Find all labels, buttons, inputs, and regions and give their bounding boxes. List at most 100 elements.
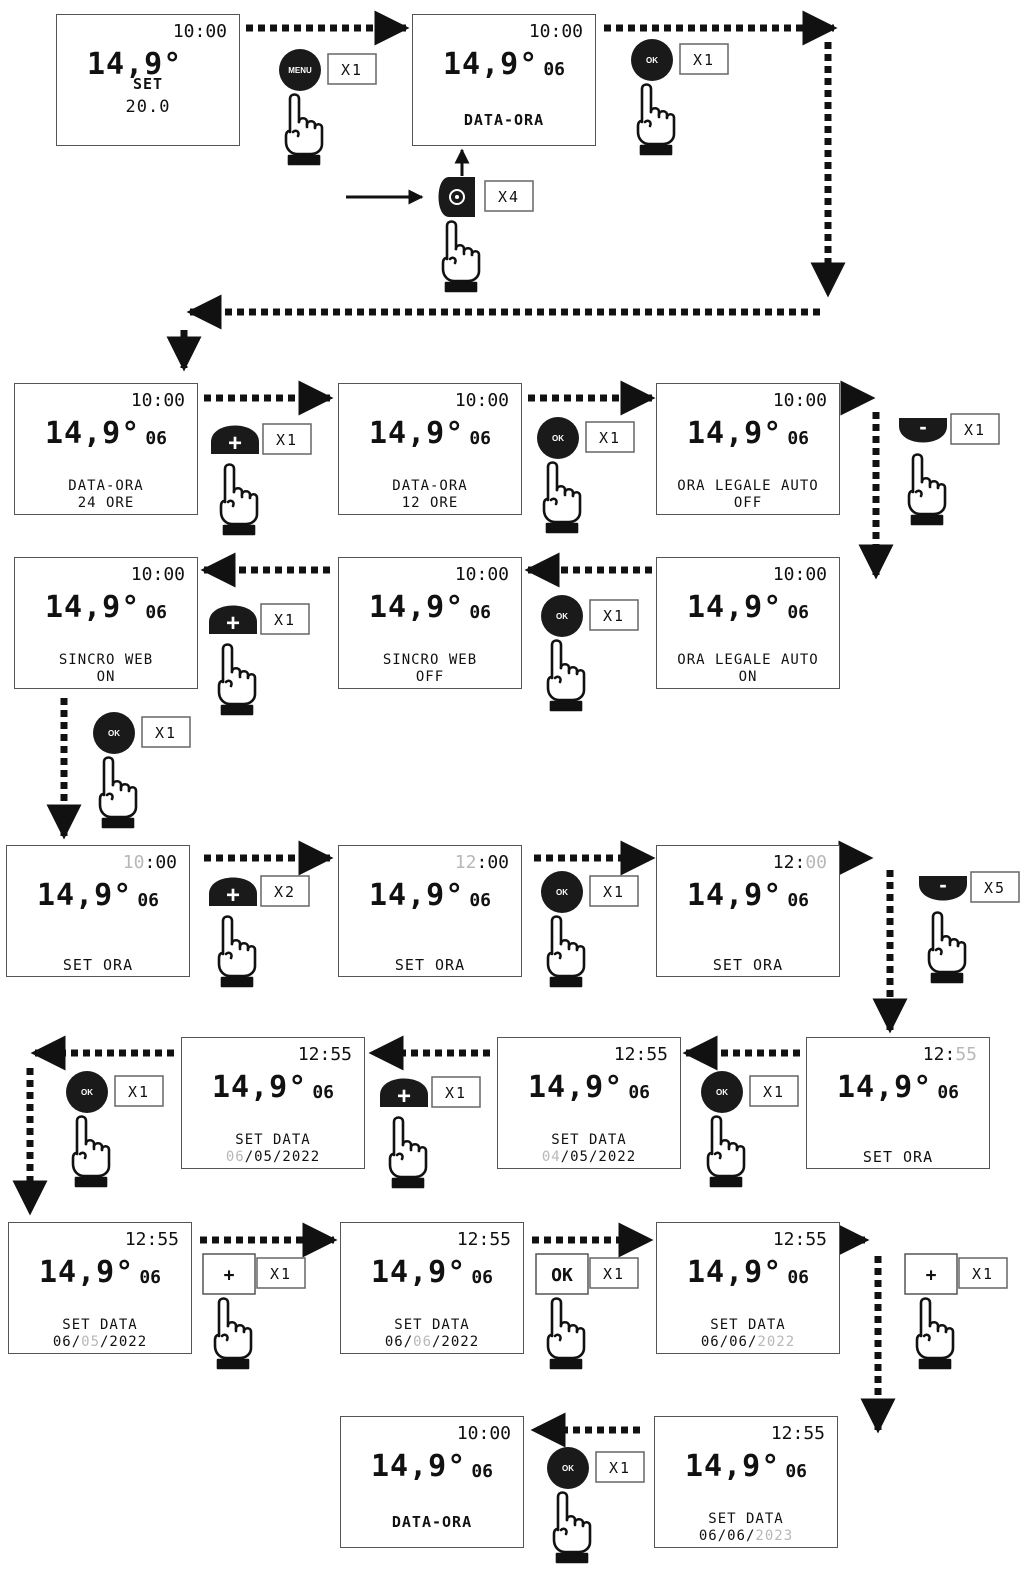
screen-line-1: DATA-ORA bbox=[392, 478, 468, 494]
pointing-hand-icon bbox=[927, 911, 967, 984]
screen-temperature: 14,9° bbox=[528, 1070, 624, 1105]
screen-day: 06 bbox=[787, 602, 809, 623]
button-label: OK bbox=[716, 1088, 728, 1097]
screen-day: 06 bbox=[787, 890, 809, 911]
screen-day: 06 bbox=[787, 428, 809, 449]
screen-time: 12:55 bbox=[772, 1229, 827, 1250]
pointing-hand-icon bbox=[388, 1116, 428, 1189]
blinking-digits: 10 bbox=[122, 852, 145, 873]
screen-line-1: SET DATA bbox=[551, 1132, 627, 1148]
press-count: X1 bbox=[341, 61, 363, 79]
screen-line-1: SET DATA bbox=[394, 1317, 470, 1333]
screen-line-2: 04/05/2022 bbox=[541, 1149, 637, 1165]
button-label: + bbox=[226, 610, 240, 637]
ok-button-icon bbox=[701, 1071, 743, 1113]
press-count-box bbox=[950, 413, 1000, 445]
screen-time: 10:00 bbox=[772, 564, 827, 585]
screen-line-2: 06/06/2022 bbox=[384, 1334, 480, 1350]
pointing-hand-icon bbox=[71, 1115, 111, 1188]
screen-line-1: SET DATA bbox=[708, 1511, 784, 1527]
plusbox-key-icon bbox=[904, 1253, 958, 1295]
button-label: OK bbox=[556, 888, 568, 897]
screen-line-2: 24 ORE bbox=[77, 495, 135, 511]
press-count: X1 bbox=[276, 431, 298, 449]
screen-temperature: 14,9° bbox=[369, 416, 465, 451]
screen-temperature: 14,9° bbox=[45, 416, 141, 451]
screen-day: 06 bbox=[137, 890, 159, 911]
screen-line-1: DATA-ORA bbox=[463, 111, 545, 129]
screen-time: 10:00 bbox=[130, 564, 185, 585]
press-count-box bbox=[114, 1075, 164, 1107]
pointing-hand-icon bbox=[217, 915, 257, 988]
pointing-hand-icon bbox=[441, 220, 481, 293]
screen-temperature: 14,9° bbox=[212, 1070, 308, 1105]
ok-button-icon bbox=[541, 871, 583, 913]
screen-temperature: 14,9° bbox=[371, 1255, 467, 1290]
press-count: X2 bbox=[274, 883, 296, 901]
fan-icon-hub bbox=[455, 195, 459, 199]
press-count-box bbox=[262, 423, 312, 455]
blinking-digits: 12 bbox=[454, 852, 477, 873]
screen-line-2: 20.0 bbox=[125, 97, 171, 117]
pointing-hand-icon bbox=[546, 1297, 586, 1370]
screen-time: 12:00 bbox=[772, 852, 827, 873]
pointing-hand-icon bbox=[213, 1297, 253, 1370]
pointing-hand-icon bbox=[217, 643, 257, 716]
screen-line-1: DATA-ORA bbox=[391, 1513, 473, 1531]
button-label: - bbox=[939, 872, 946, 897]
screen-line-2: 06/05/2022 bbox=[225, 1149, 321, 1165]
button-plus: +X2 bbox=[209, 875, 310, 988]
screen-line-2: ON bbox=[96, 669, 116, 685]
screen-line-1: SET bbox=[132, 75, 164, 93]
screen-line-2: 12 ORE bbox=[401, 495, 459, 511]
screen-temperature: 14,9° bbox=[687, 416, 783, 451]
blinking-digits: 2023 bbox=[755, 1528, 794, 1544]
screen-day: 06 bbox=[471, 1461, 493, 1482]
press-count-box bbox=[595, 1451, 645, 1483]
plus-button-icon bbox=[380, 1078, 428, 1107]
button-minus: -X1 bbox=[899, 413, 1000, 526]
screen-line-1: SINCRO WEB bbox=[382, 652, 478, 668]
blinking-digits: 2022 bbox=[757, 1334, 796, 1350]
screen-line-1: SET ORA bbox=[862, 1148, 934, 1166]
button-label: OK bbox=[551, 1265, 573, 1286]
button-label: OK bbox=[552, 434, 564, 443]
ok-button-icon bbox=[93, 712, 135, 754]
screen-time: 10:00 bbox=[122, 852, 177, 873]
screen-time: 10:00 bbox=[454, 564, 509, 585]
press-count-box bbox=[256, 1257, 306, 1289]
screen-line-1: ORA LEGALE AUTO bbox=[677, 652, 819, 668]
screen-time: 12:00 bbox=[454, 852, 509, 873]
pointing-hand-icon bbox=[542, 461, 582, 534]
press-count-box bbox=[141, 716, 191, 748]
screen-time: 10:00 bbox=[772, 390, 827, 411]
press-count: X1 bbox=[445, 1084, 467, 1102]
press-count: X1 bbox=[599, 429, 621, 447]
screen-line-2: 06/05/2022 bbox=[52, 1334, 148, 1350]
screen-temperature: 14,9° bbox=[45, 590, 141, 625]
plus-button-icon bbox=[209, 877, 257, 906]
screen-temperature: 14,9° bbox=[443, 47, 539, 82]
button-fan: X4 bbox=[438, 177, 534, 293]
screen-line-2: ON bbox=[738, 669, 758, 685]
screen-line-2: 06/06/2022 bbox=[700, 1334, 796, 1350]
press-count: X4 bbox=[498, 188, 520, 206]
button-ok: OK X1 bbox=[537, 417, 635, 534]
blinking-digits: 55 bbox=[955, 1044, 977, 1065]
screen-line-1: SINCRO WEB bbox=[58, 652, 154, 668]
button-plus: +X1 bbox=[380, 1076, 481, 1189]
